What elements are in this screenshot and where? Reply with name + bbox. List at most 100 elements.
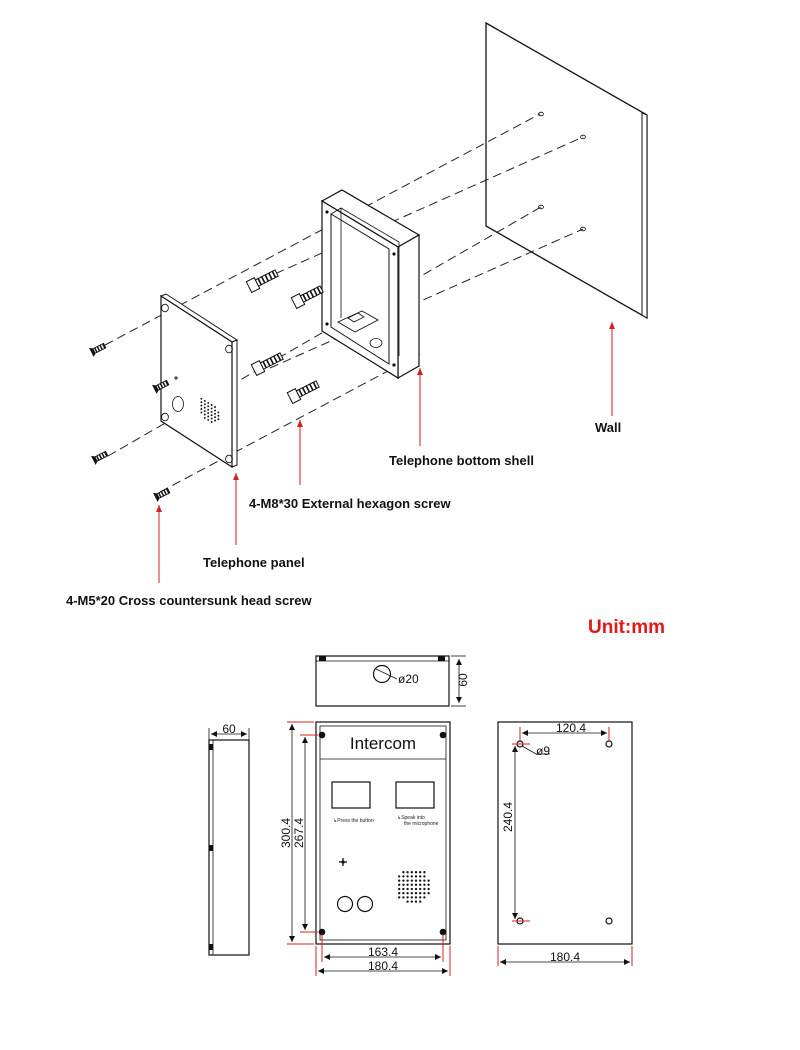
back-view: 120.4 240.4 ø9 180.4 xyxy=(497,721,633,966)
speaker-hole xyxy=(410,900,413,903)
dim-top-hole: ø20 xyxy=(398,672,419,686)
label-panel: Telephone panel xyxy=(203,555,305,570)
speaker-hole xyxy=(414,887,418,891)
dim-front-height-inner: 267.4 xyxy=(292,818,306,848)
dim-back-hole-dia: ø9 xyxy=(536,744,550,758)
label-countersunk-screw: 4-M5*20 Cross countersunk head screw xyxy=(66,593,313,608)
mounting-hole xyxy=(605,740,613,748)
countersunk-screws xyxy=(88,340,172,503)
speaker-hole xyxy=(414,892,418,895)
speaker-hole xyxy=(427,883,430,886)
speaker-hole xyxy=(200,401,203,404)
speaker-hole xyxy=(402,887,405,891)
speaker-hole xyxy=(210,407,213,410)
speaker-hole xyxy=(406,883,409,886)
speaker-hole xyxy=(200,397,203,400)
speaker-hole xyxy=(402,875,405,878)
speaker-hole xyxy=(406,896,409,899)
speaker-hole xyxy=(410,879,413,882)
label-wall: Wall xyxy=(595,420,621,435)
dim-back-hole-spacing-h: 120.4 xyxy=(556,721,586,735)
speaker-hole xyxy=(398,883,401,886)
speaker-hole xyxy=(406,875,409,878)
speaker-hole xyxy=(210,421,213,423)
wall-mounting-hole xyxy=(538,111,586,232)
speaker-hole xyxy=(419,883,422,886)
speaker-hole xyxy=(406,892,409,895)
speaker-hole xyxy=(210,417,213,420)
speaker-hole xyxy=(203,410,206,413)
dim-front-width-outer: 180.4 xyxy=(368,959,398,973)
speaker-hole xyxy=(414,900,418,903)
dim-front-width-inner: 163.4 xyxy=(368,945,398,959)
speaker-hole xyxy=(210,404,213,406)
speaker-hole xyxy=(419,879,422,882)
front-speaker-grille xyxy=(398,871,430,903)
speaker-hole xyxy=(410,892,413,895)
speaker-hole xyxy=(402,871,405,874)
speaker-hole xyxy=(200,404,203,407)
telephone-bottom-shell xyxy=(320,189,421,380)
speaker-hole xyxy=(210,410,213,413)
speaker-hole xyxy=(207,401,210,404)
wall-slab xyxy=(485,21,648,320)
speaker-hole xyxy=(210,414,213,417)
dim-back-hole-spacing-v: 240.4 xyxy=(501,802,515,832)
button-left xyxy=(336,895,354,913)
speaker-hole xyxy=(207,415,210,418)
speaker-hole xyxy=(419,871,422,874)
speaker-hole xyxy=(398,896,401,899)
speaker-hole xyxy=(207,418,210,421)
front-view: Intercom ↳Press the button ↳Speak into t… xyxy=(279,721,451,976)
top-view: ø20 60 xyxy=(315,655,470,707)
exploded-view: Wall Telephone bottom shell 4-M8*30 Exte… xyxy=(66,21,648,608)
speaker-hole xyxy=(203,399,206,402)
leader-arrows xyxy=(156,322,615,583)
display-window-right xyxy=(395,781,435,809)
speaker-hole xyxy=(419,900,422,903)
speaker-hole xyxy=(203,416,206,419)
speaker-hole xyxy=(214,409,216,412)
speaker-hole xyxy=(217,411,220,414)
speaker-hole xyxy=(414,896,418,899)
dim-side-depth: 60 xyxy=(222,722,236,736)
speaker-hole xyxy=(402,879,405,882)
speaker-hole xyxy=(419,887,422,891)
speaker-hole xyxy=(214,412,216,415)
speaker-hole xyxy=(217,418,220,421)
front-caption-right-2: the microphone xyxy=(404,821,439,827)
speaker-hole xyxy=(402,892,405,895)
speaker-hole xyxy=(398,879,401,882)
speaker-hole xyxy=(214,416,216,419)
display-window-left xyxy=(331,781,371,809)
speaker-hole xyxy=(214,406,216,408)
speaker-hole xyxy=(214,419,216,422)
speaker-hole xyxy=(423,883,426,886)
speaker-hole xyxy=(423,875,426,878)
mounting-hole xyxy=(605,917,613,925)
speaker-hole xyxy=(207,412,210,415)
speaker-hole xyxy=(200,408,203,410)
speaker-hole xyxy=(402,883,405,886)
speaker-hole xyxy=(406,879,409,882)
speaker-hole xyxy=(423,892,426,895)
speaker-hole xyxy=(414,871,418,874)
speaker-hole xyxy=(203,403,206,406)
speaker-hole xyxy=(427,892,430,895)
speaker-hole xyxy=(203,413,206,416)
speaker-hole xyxy=(406,900,409,903)
speaker-hole xyxy=(398,887,401,891)
speaker-hole xyxy=(410,871,413,874)
speaker-hole xyxy=(414,883,418,886)
cable-hole xyxy=(372,664,392,684)
speaker-hole xyxy=(207,408,210,411)
speaker-hole xyxy=(398,892,401,895)
speaker-hole xyxy=(427,879,430,882)
front-caption-left: ↳Press the button xyxy=(333,818,374,824)
hex-screws xyxy=(245,266,326,405)
front-caption-right-1: ↳Speak into xyxy=(397,815,425,821)
speaker-hole xyxy=(414,875,418,878)
speaker-hole xyxy=(410,875,413,878)
tab-mark xyxy=(438,656,445,661)
